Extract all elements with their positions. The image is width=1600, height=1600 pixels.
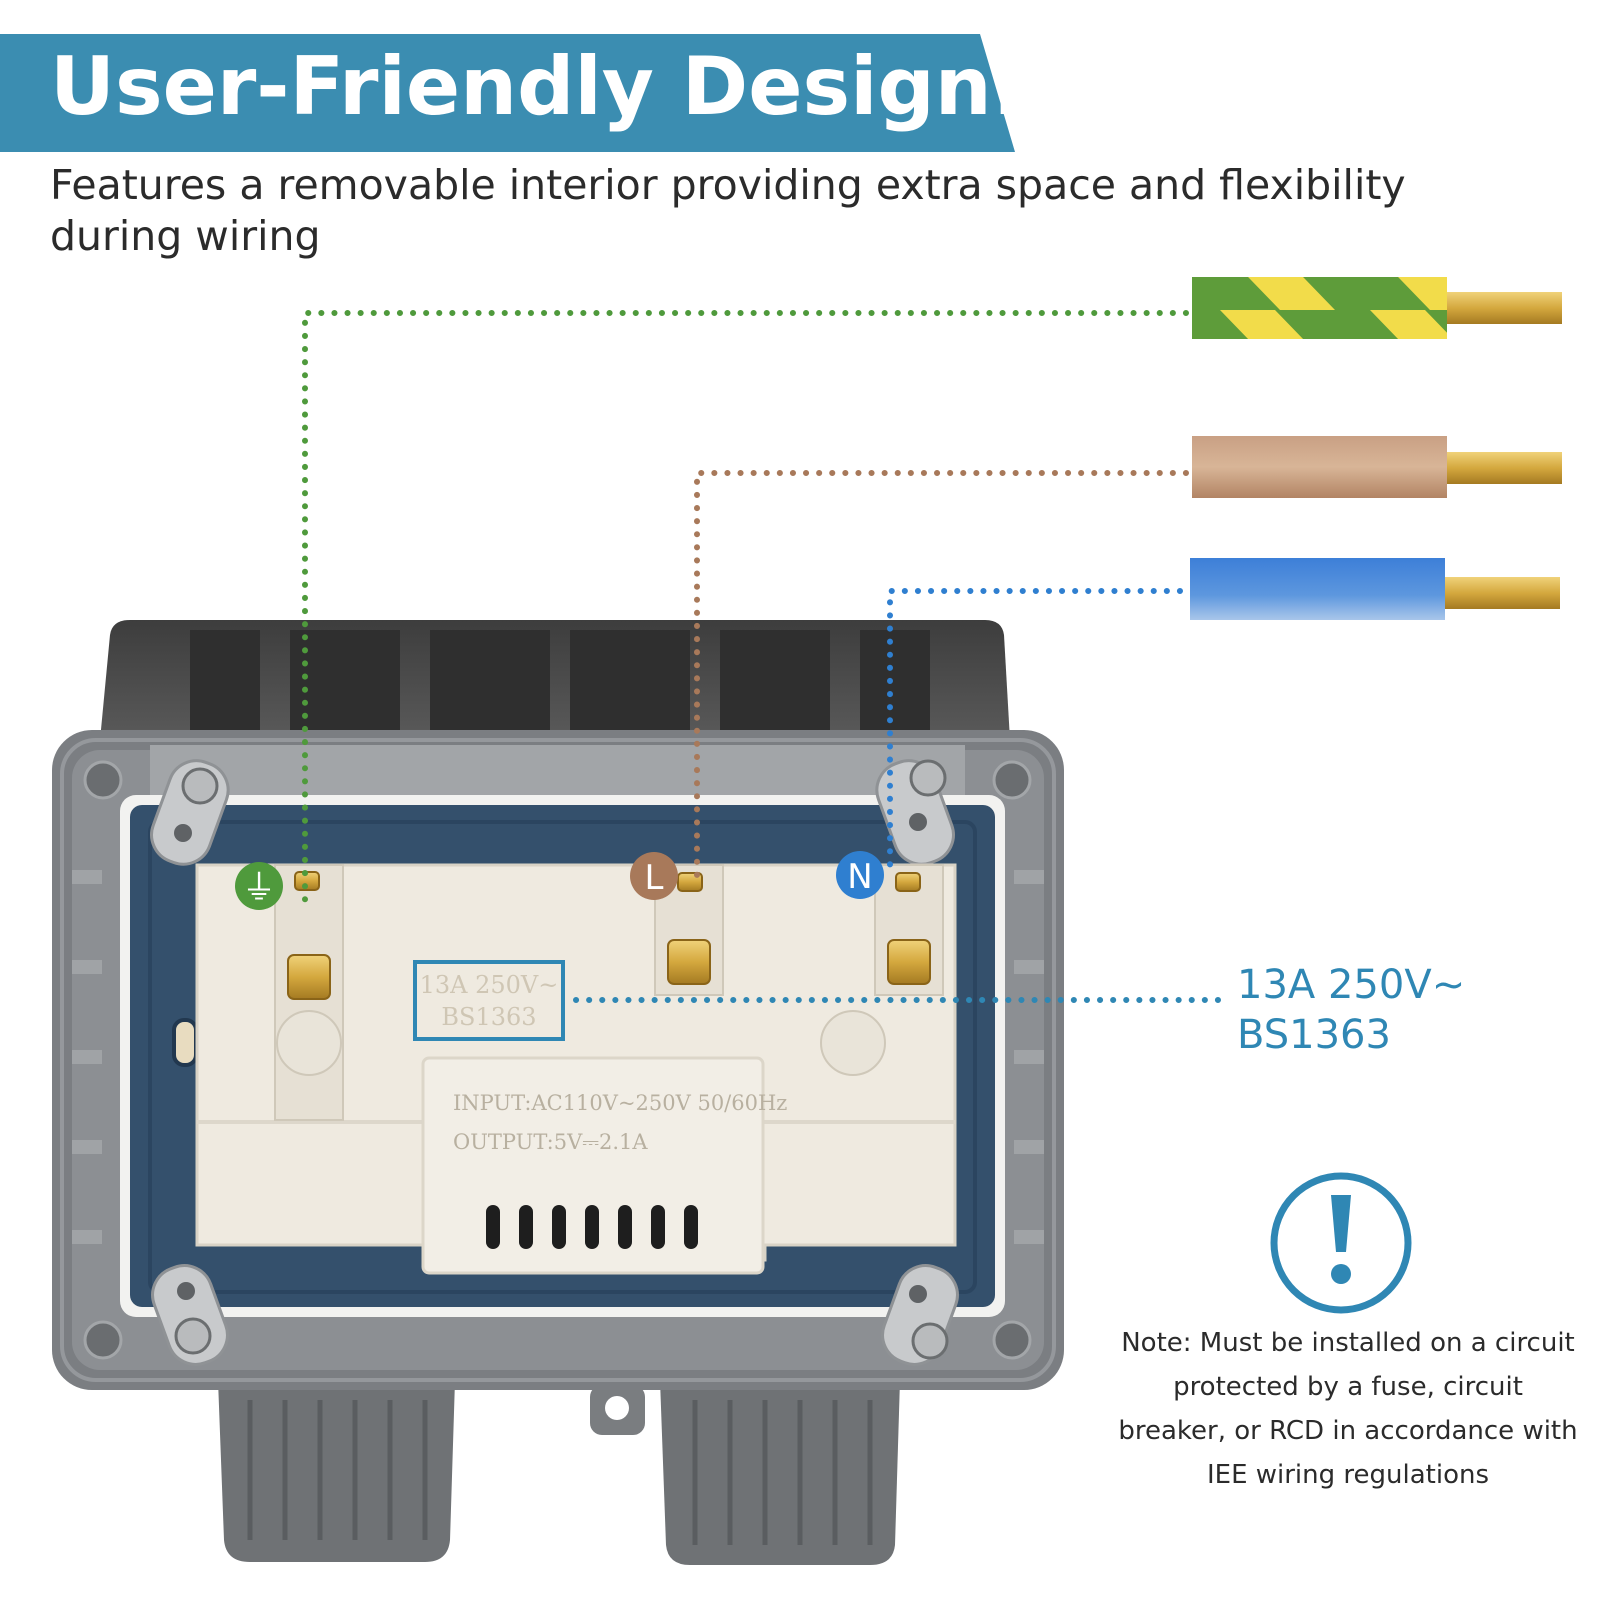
earth-icon: ⏚	[242, 868, 276, 908]
page-title: User-Friendly Design:	[50, 40, 1024, 133]
live-wire	[1192, 436, 1562, 498]
rating-callout: 13A 250V~ BS1363	[1237, 960, 1465, 1060]
socket-rating-line2: BS1363	[441, 1003, 536, 1031]
warning-exclamation-icon	[1270, 1172, 1412, 1314]
earth-wire	[1192, 277, 1562, 339]
neutral-terminal-badge: N	[836, 851, 884, 899]
svg-text:N: N	[847, 857, 872, 897]
rating-callout-line2: BS1363	[1237, 1012, 1391, 1058]
right-bottom-flap	[660, 1380, 900, 1565]
title-banner	[0, 34, 1015, 152]
earth-terminal-badge: ⏚	[235, 862, 283, 910]
earth-guide-line	[302, 310, 1189, 903]
usb-input-spec: INPUT:AC110V~250V 50/60Hz	[453, 1091, 787, 1115]
live-terminal-badge: L	[630, 852, 678, 900]
left-bottom-flap	[218, 1380, 455, 1562]
neutral-wire	[1190, 558, 1560, 620]
usb-module	[421, 1056, 765, 1275]
mounting-brackets	[150, 759, 959, 1366]
rating-callout-line1: 13A 250V~	[1237, 962, 1466, 1008]
page-subtitle: Features a removable interior providing …	[50, 161, 1406, 260]
neutral-guide-line	[887, 588, 1183, 878]
socket-rating-line1: 13A 250V~	[420, 971, 559, 999]
live-guide-line	[694, 470, 1189, 883]
installation-note: Note: Must be installed on a circuit pro…	[1118, 1328, 1578, 1490]
usb-output-spec: OUTPUT:5V⎓2.1A	[453, 1130, 648, 1154]
svg-text:L: L	[645, 858, 664, 898]
vent-slots	[486, 1205, 698, 1249]
